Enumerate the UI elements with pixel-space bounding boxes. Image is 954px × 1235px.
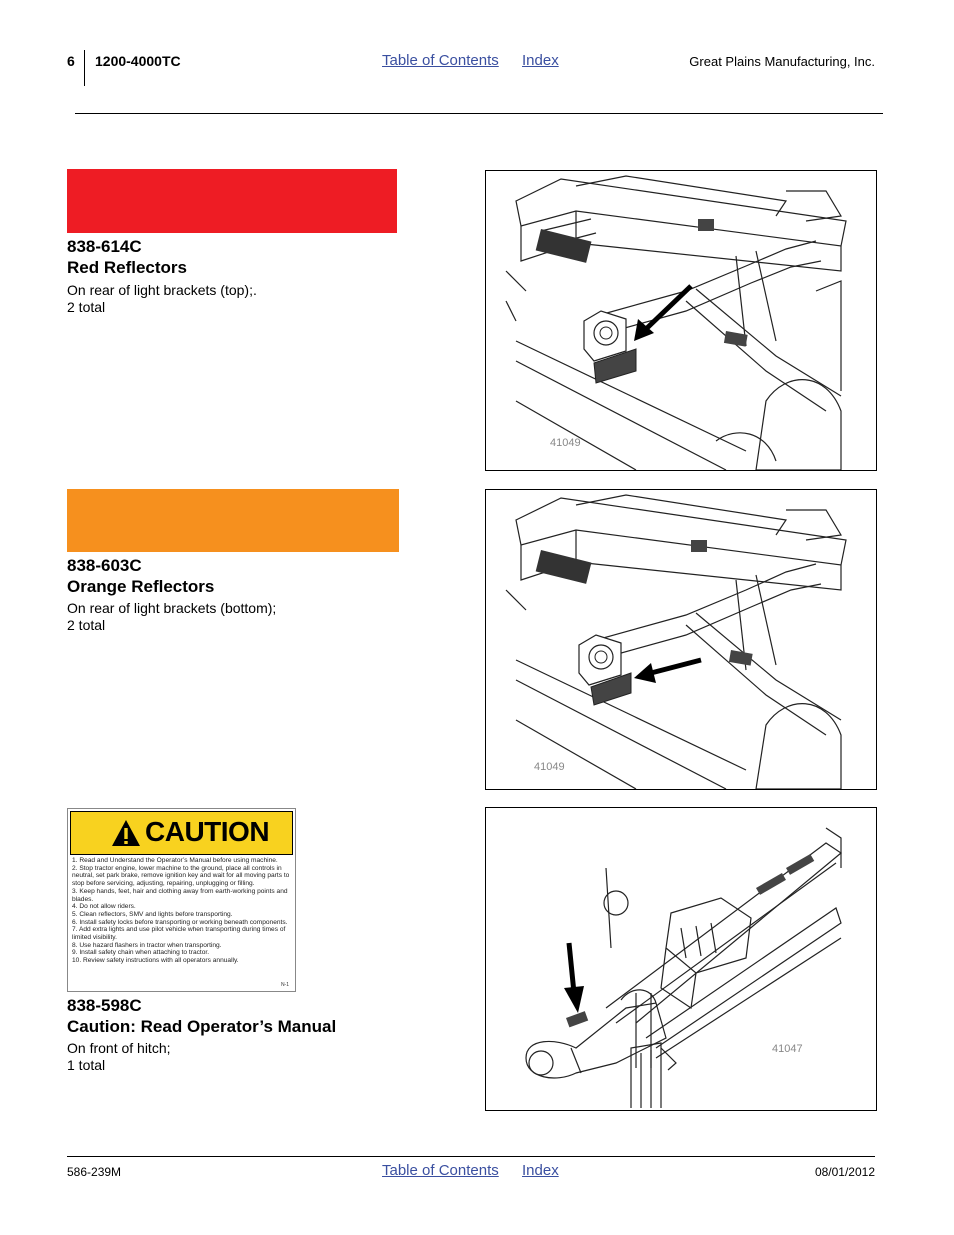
decal-mark (723, 331, 748, 347)
arrow-icon (650, 657, 702, 676)
section-desc-caution: On front of hitch; 1 total (67, 1040, 171, 1074)
decal-mark (756, 872, 786, 895)
publication-date: 08/01/2012 (814, 1165, 875, 1179)
footer-rule (67, 1156, 875, 1157)
arrowhead-icon (564, 986, 584, 1013)
part-name: Red Reflectors (67, 258, 187, 277)
section-title-orange: 838-603C Orange Reflectors (67, 555, 214, 597)
section-desc-orange: On rear of light brackets (bottom); 2 to… (67, 600, 276, 634)
decal-code: N-1 (280, 982, 289, 988)
location-text: On front of hitch; (67, 1040, 171, 1056)
caution-item: 5. Clean reflectors, SMV and lights befo… (72, 910, 233, 918)
caution-item: 7. Add extra lights and use pilot vehicl… (72, 926, 286, 942)
header-toc-link[interactable]: Table of Contents (382, 52, 499, 69)
light-bracket (578, 634, 632, 706)
section-desc-red: On rear of light brackets (top);. 2 tota… (67, 282, 257, 316)
hitch-illustration: 41047 (525, 827, 843, 1108)
quantity-text: 2 total (67, 617, 106, 633)
caution-item: 4. Do not allow riders. (72, 903, 136, 911)
caution-item: 8. Use hazard flashers in tractor when t… (72, 941, 222, 949)
decal-mark (535, 550, 592, 584)
caution-header: CAUTION (70, 811, 293, 855)
footer-index-link[interactable]: Index (522, 1162, 559, 1179)
location-text: On rear of light brackets (bottom); (67, 600, 277, 616)
caution-item: 9. Install safety chain when attaching t… (72, 949, 210, 957)
red-reflector-swatch (67, 169, 397, 233)
caution-item: 10. Review safety instructions with all … (72, 957, 239, 965)
machine-illustration: 41049 (505, 175, 847, 470)
arrowhead-icon (634, 663, 656, 683)
caution-instructions: 1. Read and Understand the Operator’s Ma… (72, 857, 293, 965)
light-bracket (583, 310, 637, 384)
company-name: Great Plains Manufacturing, Inc. (689, 54, 875, 69)
machine-illustration: 41049 (505, 494, 847, 789)
caution-signal-word: CAUTION (145, 816, 270, 847)
decal-mark (566, 1011, 589, 1028)
page-number: 6 (67, 53, 75, 69)
header-divider (84, 50, 85, 86)
arrowhead-icon (634, 319, 654, 341)
footer-toc-link[interactable]: Table of Contents (382, 1162, 499, 1179)
manual-part-number: 586-239M (67, 1165, 122, 1179)
decal-mark (728, 650, 753, 666)
decal-mark (691, 540, 707, 552)
decal-mark (535, 228, 592, 263)
caution-decal: CAUTION 1. Read and Understand the Opera… (67, 808, 296, 992)
part-number: 838-603C (67, 556, 142, 575)
arrow-icon (566, 942, 577, 994)
decal-mark (698, 219, 714, 231)
orange-reflector-swatch (67, 489, 399, 552)
figure-number: 41049 (550, 437, 581, 449)
part-name: Caution: Read Operator’s Manual (67, 1017, 337, 1036)
model-name: 1200-4000TC (95, 53, 181, 69)
part-number: 838-598C (67, 996, 142, 1015)
arrow-icon (644, 284, 693, 331)
quantity-text: 2 total (67, 299, 106, 315)
figure-orange-reflectors: 41049 (485, 489, 877, 790)
part-number: 838-614C (67, 237, 142, 256)
caution-item: 6. Install safety locks before transport… (72, 918, 288, 926)
caution-item: 1. Read and Understand the Operator’s Ma… (72, 857, 278, 864)
figure-number: 41049 (534, 761, 565, 773)
figure-red-reflectors: 41049 (485, 170, 877, 471)
location-text: On rear of light brackets (top);. (67, 282, 257, 298)
part-name: Orange Reflectors (67, 577, 215, 596)
figure-caution-decal: 41047 (485, 807, 877, 1111)
caution-item: 3. Keep hands, feet, hair and clothing a… (72, 887, 288, 903)
caution-item: 2. Stop tractor engine, lower machine to… (72, 864, 290, 888)
warning-triangle-icon (112, 820, 140, 846)
section-title-caution: 838-598C Caution: Read Operator’s Manual (67, 995, 336, 1037)
decal-mark (786, 854, 815, 875)
header-index-link[interactable]: Index (522, 52, 559, 69)
quantity-text: 1 total (67, 1057, 106, 1073)
figure-number: 41047 (772, 1043, 803, 1055)
section-title-red: 838-614C Red Reflectors (67, 236, 187, 278)
header-rule (75, 113, 883, 114)
